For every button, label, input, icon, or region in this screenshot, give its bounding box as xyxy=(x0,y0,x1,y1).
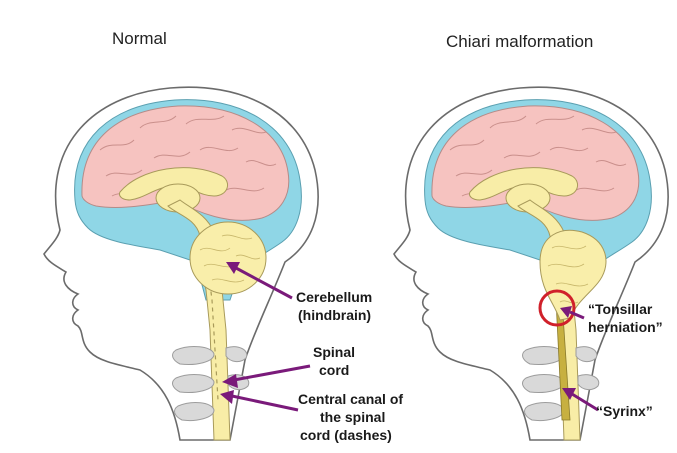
syrinx-label: “Syrinx” xyxy=(596,403,653,419)
tonsillar-label-line2: herniation” xyxy=(588,319,663,335)
normal-panel: Normal xyxy=(43,29,319,441)
chiari-cerebellum xyxy=(539,229,607,321)
chiari-title: Chiari malformation xyxy=(446,32,593,51)
tonsillar-label-line1: “Tonsillar xyxy=(588,301,653,317)
annotation-arrows xyxy=(220,262,599,412)
central-canal-label-line3: cord (dashes) xyxy=(300,427,392,443)
chiari-panel: Chiari malformation xyxy=(393,32,669,441)
cerebellum-label-line1: Cerebellum xyxy=(296,289,372,305)
tonsillar-herniation-circle xyxy=(538,289,576,327)
annotation-labels: Cerebellum (hindbrain) Spinal cord Centr… xyxy=(296,289,663,443)
spinal-cord-label-line1: Spinal xyxy=(313,344,355,360)
cerebellum-label-line2: (hindbrain) xyxy=(298,307,371,323)
normal-title: Normal xyxy=(112,29,167,48)
spinal-cord-label-line2: cord xyxy=(319,362,349,378)
normal-cerebellum xyxy=(189,221,267,295)
central-canal-label-line2: the spinal xyxy=(320,409,385,425)
central-canal-label-line1: Central canal of xyxy=(298,391,403,407)
